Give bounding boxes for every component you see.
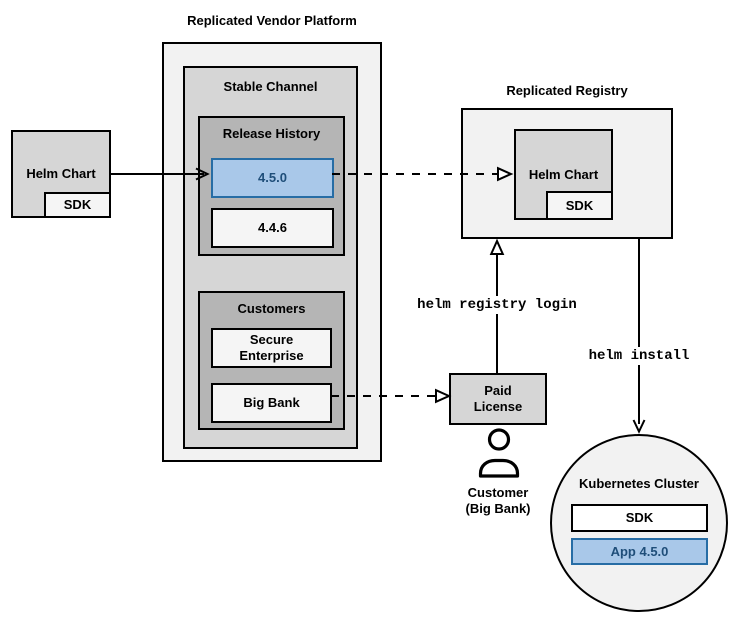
customer-caption-line1: Customer [467, 485, 529, 500]
vendor-platform-title: Replicated Vendor Platform [187, 13, 357, 28]
app-version-label: App 4.5.0 [610, 543, 669, 559]
helm-registry-login-command: helm registry login [402, 296, 592, 314]
kubernetes-cluster-title: Kubernetes Cluster [579, 476, 699, 491]
kubernetes-app-box: App 4.5.0 [571, 538, 708, 565]
stable-channel-title: Stable Channel [223, 79, 318, 94]
customer-secure-enterprise-box: Secure Enterprise [211, 328, 332, 368]
registry-helm-chart-box: Helm Chart SDK [514, 129, 613, 220]
customer-big-bank-box: Big Bank [211, 383, 332, 423]
customers-box: Customers Secure Enterprise Big Bank [198, 291, 345, 430]
helm-chart-source-box: Helm Chart SDK [11, 130, 111, 218]
helm-chart-source-sdk-box: SDK [44, 192, 111, 218]
registry-title: Replicated Registry [506, 83, 628, 98]
kubernetes-cluster-circle: Kubernetes Cluster SDK App 4.5.0 [550, 434, 728, 612]
customer-name: Secure Enterprise [239, 332, 304, 363]
arrowhead-hollow [435, 388, 452, 404]
stable-channel-box: Stable Channel Release History 4.5.0 4.4… [183, 66, 358, 449]
person-icon [478, 428, 520, 478]
paid-license-box: Paid License [449, 373, 547, 425]
customer-caption: Customer (Big Bank) [448, 485, 548, 517]
helm-install-command: helm install [574, 347, 704, 365]
arrowhead-open [632, 419, 646, 434]
sdk-label: SDK [625, 510, 654, 525]
vendor-platform-box: Stable Channel Release History 4.5.0 4.4… [162, 42, 382, 462]
arrowhead-hollow [489, 238, 505, 255]
release-4-5-0-box: 4.5.0 [211, 158, 334, 198]
kubernetes-sdk-box: SDK [571, 504, 708, 532]
customer-name: Big Bank [243, 395, 300, 410]
helm-chart-source-label: Helm Chart [26, 166, 96, 181]
customer-caption-line2: (Big Bank) [465, 501, 531, 516]
release-history-title: Release History [222, 126, 321, 141]
registry-box: Helm Chart SDK [461, 108, 673, 239]
release-version: 4.5.0 [258, 170, 287, 185]
registry-sdk-box: SDK [546, 191, 613, 220]
sdk-label: SDK [63, 197, 92, 212]
registry-helm-chart-label: Helm Chart [528, 166, 599, 182]
release-4-4-6-box: 4.4.6 [211, 208, 334, 248]
customers-title: Customers [237, 301, 306, 316]
release-version: 4.4.6 [258, 220, 287, 235]
sdk-label: SDK [565, 197, 594, 213]
release-history-box: Release History 4.5.0 4.4.6 [198, 116, 345, 256]
paid-license-label: Paid License [473, 383, 523, 414]
